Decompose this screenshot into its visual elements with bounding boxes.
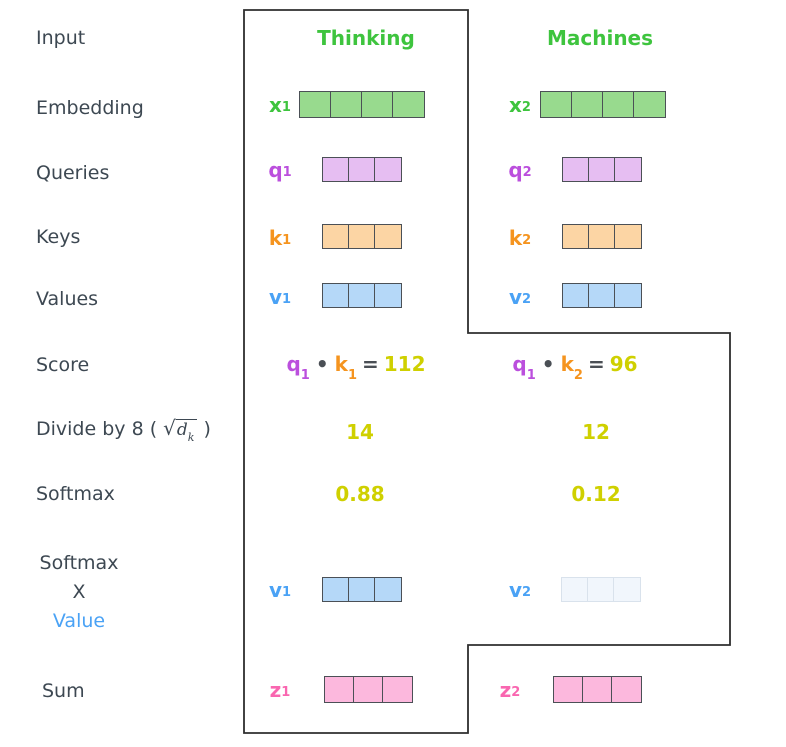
vector-cell bbox=[349, 578, 375, 601]
sxv-value: Value bbox=[52, 610, 106, 632]
vector-cell bbox=[349, 225, 375, 248]
sqrt-dk-formula: √dk bbox=[163, 416, 198, 443]
vector-cell bbox=[554, 677, 583, 702]
vector-cell bbox=[562, 578, 588, 601]
vector-cell bbox=[375, 158, 401, 181]
equals-sign: = bbox=[362, 352, 379, 376]
vector-cell bbox=[563, 284, 589, 307]
score-machines: q1•k2=96 bbox=[465, 352, 685, 383]
vector-cell bbox=[323, 578, 349, 601]
score-thinking: q1•k1=112 bbox=[246, 352, 466, 383]
vector-cell bbox=[383, 677, 412, 702]
vector-cell bbox=[583, 677, 612, 702]
column-header-machines: Machines bbox=[546, 26, 654, 50]
score1-value: 112 bbox=[383, 352, 426, 376]
softmax-thinking: 0.88 bbox=[335, 482, 385, 506]
vector-cell bbox=[375, 284, 401, 307]
softmax-machines: 0.12 bbox=[571, 482, 621, 506]
k2-vector bbox=[562, 224, 642, 249]
row-label-values: Values bbox=[36, 288, 99, 310]
row-label-embedding: Embedding bbox=[36, 97, 144, 119]
vector-cell bbox=[323, 225, 349, 248]
sxv-softmax: Softmax bbox=[39, 552, 119, 574]
vector-cell bbox=[615, 225, 641, 248]
divided-machines: 12 bbox=[582, 420, 610, 444]
v1-vector bbox=[322, 283, 402, 308]
score2-value: 96 bbox=[609, 352, 638, 376]
vector-cell bbox=[634, 92, 665, 117]
row-label-keys: Keys bbox=[36, 226, 81, 248]
score1-k: k1 bbox=[334, 352, 357, 383]
score2-k: k2 bbox=[560, 352, 583, 383]
row-label-softmax-x-value: Softmax X Value bbox=[36, 549, 122, 636]
dot-operator: • bbox=[541, 352, 555, 376]
z1-vector bbox=[324, 676, 413, 703]
vector-cell bbox=[362, 92, 393, 117]
score1-q: q1 bbox=[286, 352, 310, 383]
vector-cell bbox=[589, 284, 615, 307]
vector-cell bbox=[354, 677, 383, 702]
vector-cell bbox=[541, 92, 572, 117]
row-label-queries: Queries bbox=[36, 162, 110, 184]
v2-vector bbox=[562, 283, 642, 308]
vector-cell bbox=[300, 92, 331, 117]
vector-cell bbox=[589, 158, 615, 181]
sxv-times: X bbox=[72, 581, 86, 603]
x1-vector bbox=[299, 91, 425, 118]
row-label-input: Input bbox=[36, 27, 86, 49]
vector-cell bbox=[612, 677, 641, 702]
q2-vector bbox=[562, 157, 642, 182]
vector-cell bbox=[323, 158, 349, 181]
score2-q: q1 bbox=[512, 352, 536, 383]
x2-vector bbox=[540, 91, 666, 118]
column-header-thinking: Thinking bbox=[317, 26, 415, 50]
vector-cell bbox=[375, 578, 401, 601]
vector-cell bbox=[349, 284, 375, 307]
q1-vector bbox=[322, 157, 402, 182]
divide-suffix: ) bbox=[203, 418, 211, 440]
divide-prefix: Divide by 8 ( bbox=[36, 418, 158, 440]
vector-cell bbox=[563, 158, 589, 181]
vector-cell bbox=[331, 92, 362, 117]
sv1-vector bbox=[322, 577, 402, 602]
k1-vector bbox=[322, 224, 402, 249]
row-label-divide: Divide by 8 ( √dk ) bbox=[36, 416, 211, 443]
row-label-score: Score bbox=[36, 354, 90, 376]
vector-cell bbox=[323, 284, 349, 307]
vector-cell bbox=[615, 284, 641, 307]
vector-cell bbox=[572, 92, 603, 117]
dot-operator: • bbox=[315, 352, 329, 376]
sv2-vector-faded bbox=[561, 577, 641, 602]
vector-cell bbox=[615, 158, 641, 181]
vector-cell bbox=[349, 158, 375, 181]
vector-cell bbox=[393, 92, 424, 117]
equals-sign: = bbox=[587, 352, 605, 376]
z2-vector bbox=[553, 676, 642, 703]
row-label-sum: Sum bbox=[42, 680, 85, 702]
vector-cell bbox=[614, 578, 640, 601]
row-label-softmax: Softmax bbox=[36, 483, 115, 505]
vector-cell bbox=[589, 225, 615, 248]
vector-cell bbox=[588, 578, 614, 601]
vector-cell bbox=[563, 225, 589, 248]
divided-thinking: 14 bbox=[346, 420, 374, 444]
vector-cell bbox=[325, 677, 354, 702]
vector-cell bbox=[603, 92, 634, 117]
vector-cell bbox=[375, 225, 401, 248]
